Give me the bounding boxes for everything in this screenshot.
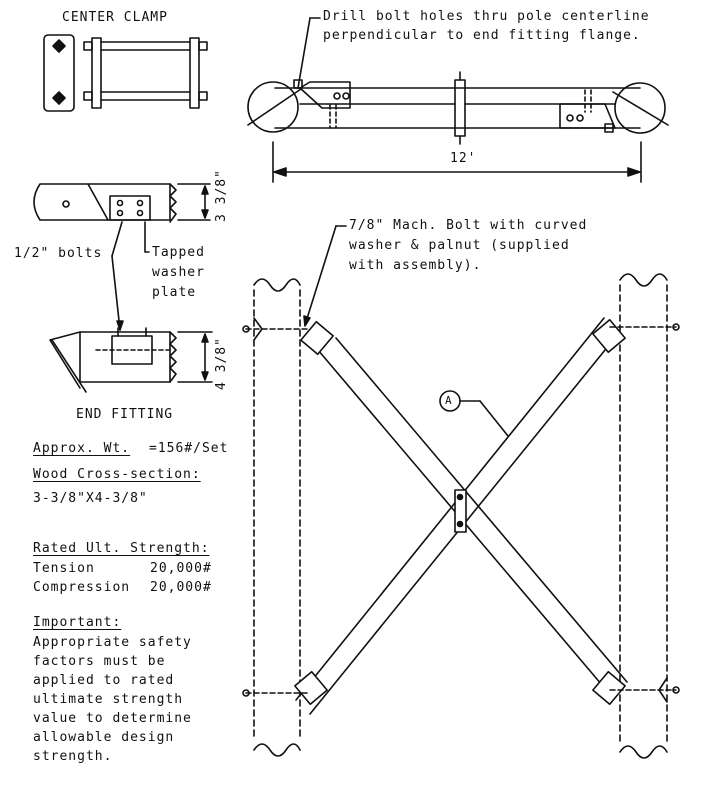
tension-label: Tension (33, 561, 95, 576)
center-clamp-title: CENTER CLAMP (62, 10, 168, 25)
weight-value: =156#/Set (149, 441, 229, 456)
callout-a-label: A (445, 394, 452, 407)
drill-note-line-2: perpendicular to end fitting flange. (323, 28, 641, 43)
end-fitting-side-view (49, 327, 213, 393)
center-clamp-assembly (83, 37, 208, 109)
brace-center-clamp (454, 489, 467, 533)
compression-label: Compression (33, 580, 131, 595)
strength-label: Rated Ult. Strength: (33, 541, 210, 556)
bolt-ends (242, 317, 680, 703)
pole-break-marks (253, 273, 668, 759)
callout-a-leader (439, 390, 509, 437)
important-line-3: applied to rated (33, 673, 175, 688)
pole-through-bolts (245, 326, 677, 694)
washer-label-2: washer (152, 265, 205, 280)
important-line-5: value to determine (33, 711, 192, 726)
compression-value: 20,000# (150, 580, 212, 595)
end-fitting-dim-top: 3 3/8" (214, 169, 229, 222)
right-pole (619, 284, 668, 746)
end-fitting-dim-bottom: 4 3/8" (214, 337, 229, 390)
washer-label-3: plate (152, 285, 197, 300)
center-clamp-plate (43, 34, 75, 112)
end-fitting-top-view (33, 183, 211, 223)
important-line-6: allowable design (33, 730, 175, 745)
important-label: Important: (33, 615, 122, 630)
bolt-note-leader (303, 225, 347, 327)
section-value: 3-3/8"X4-3/8" (33, 491, 148, 506)
end-fitting-leaders (111, 221, 150, 331)
bolts-label: 1/2" bolts (14, 246, 103, 261)
bolt-note-line-2: washer & palnut (supplied (349, 238, 570, 253)
important-line-1: Appropriate safety (33, 635, 192, 650)
end-fitting-title: END FITTING (76, 407, 174, 422)
section-label: Wood Cross-section: (33, 467, 201, 482)
length-label: 12' (450, 151, 477, 166)
brace-end-fittings (294, 318, 626, 706)
important-line-4: ultimate strength (33, 692, 184, 707)
length-dimension (272, 141, 642, 183)
important-line-7: strength. (33, 749, 113, 764)
drill-note-line-1: Drill bolt holes thru pole centerline (323, 9, 650, 24)
important-line-2: factors must be (33, 654, 166, 669)
tension-value: 20,000# (150, 561, 212, 576)
washer-label-1: Tapped (152, 245, 205, 260)
bolt-note-line-1: 7/8" Mach. Bolt with curved (349, 218, 588, 233)
weight-label: Approx. Wt. (33, 441, 131, 456)
drill-note-leader (297, 17, 321, 89)
left-pole (253, 289, 301, 741)
cross-brace-a (317, 337, 628, 699)
bolt-note-line-3: with assembly). (349, 258, 482, 273)
top-view-brace (247, 71, 669, 145)
